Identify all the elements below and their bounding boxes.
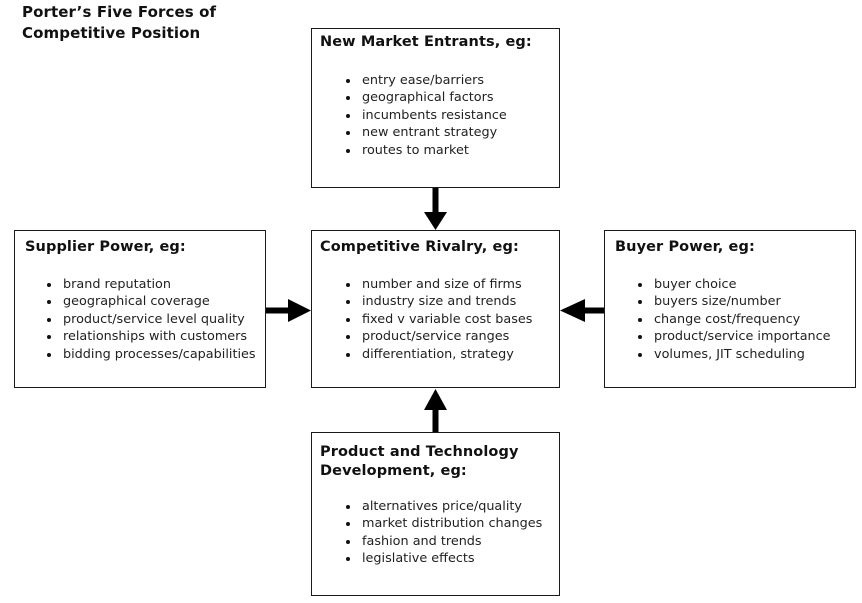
arrow-supplier-to-rivalry <box>266 299 311 322</box>
list-item: product/service ranges <box>344 328 532 345</box>
heading-product-and-technology-development: Product and Technology Development, eg: <box>320 444 519 479</box>
list-item: geographical coverage <box>45 293 256 310</box>
list-item: incumbents resistance <box>344 107 507 124</box>
heading-buyer-power: Buyer Power, eg: <box>615 239 755 255</box>
list-item: fashion and trends <box>344 533 542 550</box>
list-item: market distribution changes <box>344 515 542 532</box>
list-item: brand reputation <box>45 276 256 293</box>
list-buyer-power: buyer choice buyers size/number change c… <box>636 276 831 363</box>
list-item: buyers size/number <box>636 293 831 310</box>
list-competitive-rivalry: number and size of firms industry size a… <box>344 276 532 363</box>
arrow-development-to-rivalry <box>424 389 447 432</box>
box-buyer-power[interactable] <box>604 230 856 388</box>
list-item: entry ease/barriers <box>344 72 507 89</box>
box-competitive-rivalry[interactable] <box>311 230 560 388</box>
box-supplier-power[interactable] <box>14 230 266 388</box>
heading-competitive-rivalry: Competitive Rivalry, eg: <box>320 239 519 255</box>
list-item: new entrant strategy <box>344 124 507 141</box>
list-item: product/service level quality <box>45 311 256 328</box>
list-item: legislative effects <box>344 550 542 567</box>
list-item: buyer choice <box>636 276 831 293</box>
list-item: change cost/frequency <box>636 311 831 328</box>
list-item: differentiation, strategy <box>344 346 532 363</box>
box-product-and-technology-development[interactable] <box>311 432 560 596</box>
box-new-market-entrants[interactable] <box>311 28 560 188</box>
arrow-buyer-to-rivalry <box>560 299 604 322</box>
list-item: volumes, JIT scheduling <box>636 346 831 363</box>
list-item: industry size and trends <box>344 293 532 310</box>
list-item: relationships with customers <box>45 328 256 345</box>
list-item: fixed v variable cost bases <box>344 311 532 328</box>
list-product-and-technology-development: alternatives price/quality market distri… <box>344 498 542 568</box>
list-item: alternatives price/quality <box>344 498 542 515</box>
heading-new-market-entrants: New Market Entrants, eg: <box>320 34 532 50</box>
list-item: product/service importance <box>636 328 831 345</box>
page-title: Porter’s Five Forces of Competitive Posi… <box>22 3 217 42</box>
list-item: bidding processes/capabilities <box>45 346 256 363</box>
arrow-entrants-to-rivalry <box>424 188 447 230</box>
list-item: number and size of firms <box>344 276 532 293</box>
heading-supplier-power: Supplier Power, eg: <box>25 239 186 255</box>
list-item: routes to market <box>344 142 507 159</box>
list-new-market-entrants: entry ease/barriers geographical factors… <box>344 72 507 159</box>
list-supplier-power: brand reputation geographical coverage p… <box>45 276 256 363</box>
list-item: geographical factors <box>344 89 507 106</box>
